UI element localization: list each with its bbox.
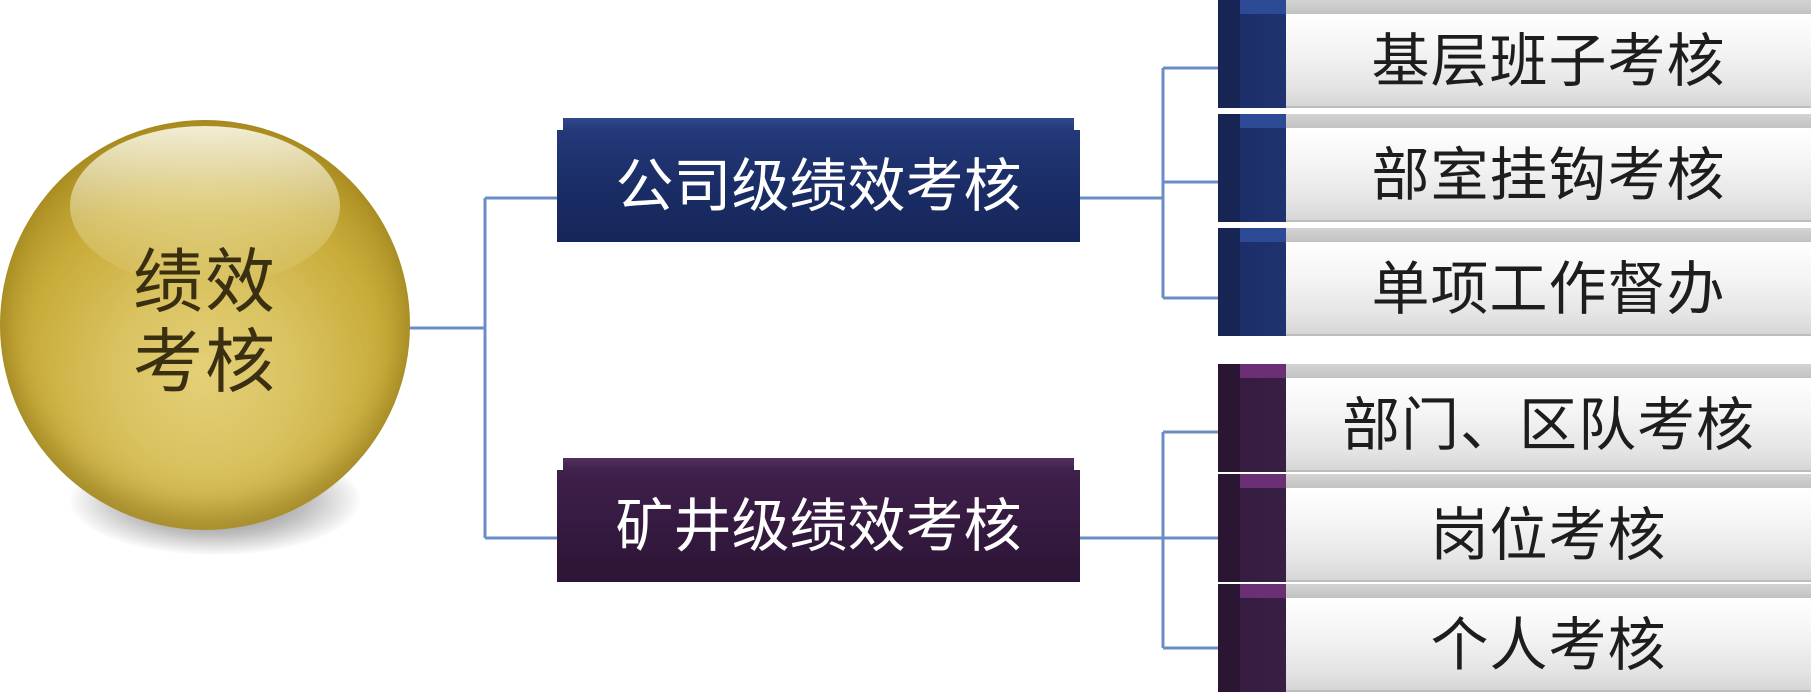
leaf-tab — [1218, 364, 1286, 472]
root-node[interactable]: 绩效 考核 — [0, 120, 410, 535]
leaf-tab — [1218, 0, 1286, 108]
leaf-tab — [1218, 474, 1286, 582]
leaf-label: 部门、区队考核 — [1341, 391, 1755, 459]
leaf-company-2[interactable]: 部室挂钩考核 — [1218, 114, 1811, 222]
leaf-panel — [1286, 474, 1811, 582]
root-label: 绩效 考核 — [0, 242, 410, 402]
root-label-line1: 绩效 — [133, 241, 277, 323]
branch-company-performance[interactable]: 公司级绩效考核 — [557, 118, 1080, 242]
sphere-highlight — [70, 126, 340, 286]
branch-company-label: 公司级绩效考核 — [615, 152, 1022, 220]
leaf-panel — [1286, 364, 1811, 472]
leaf-company-3[interactable]: 单项工作督办 — [1218, 228, 1811, 336]
leaf-tab — [1218, 584, 1286, 692]
leaf-panel — [1286, 584, 1811, 692]
leaf-label: 岗位考核 — [1430, 501, 1667, 569]
leaf-label: 个人考核 — [1430, 611, 1667, 679]
root-label-line2: 考核 — [133, 321, 277, 403]
leaf-label: 基层班子考核 — [1371, 27, 1726, 95]
leaf-company-1[interactable]: 基层班子考核 — [1218, 0, 1811, 108]
leaf-label: 部室挂钩考核 — [1371, 141, 1726, 209]
leaf-panel — [1286, 228, 1811, 336]
leaf-tab — [1218, 228, 1286, 336]
branch-mine-performance[interactable]: 矿井级绩效考核 — [557, 458, 1080, 582]
branch-mine-label: 矿井级绩效考核 — [615, 492, 1022, 560]
leaf-label: 单项工作督办 — [1371, 255, 1726, 323]
leaf-mine-2[interactable]: 岗位考核 — [1218, 474, 1811, 582]
leaf-mine-1[interactable]: 部门、区队考核 — [1218, 364, 1811, 472]
leaf-panel — [1286, 0, 1811, 108]
leaf-panel — [1286, 114, 1811, 222]
leaf-mine-3[interactable]: 个人考核 — [1218, 584, 1811, 692]
leaf-tab — [1218, 114, 1286, 222]
